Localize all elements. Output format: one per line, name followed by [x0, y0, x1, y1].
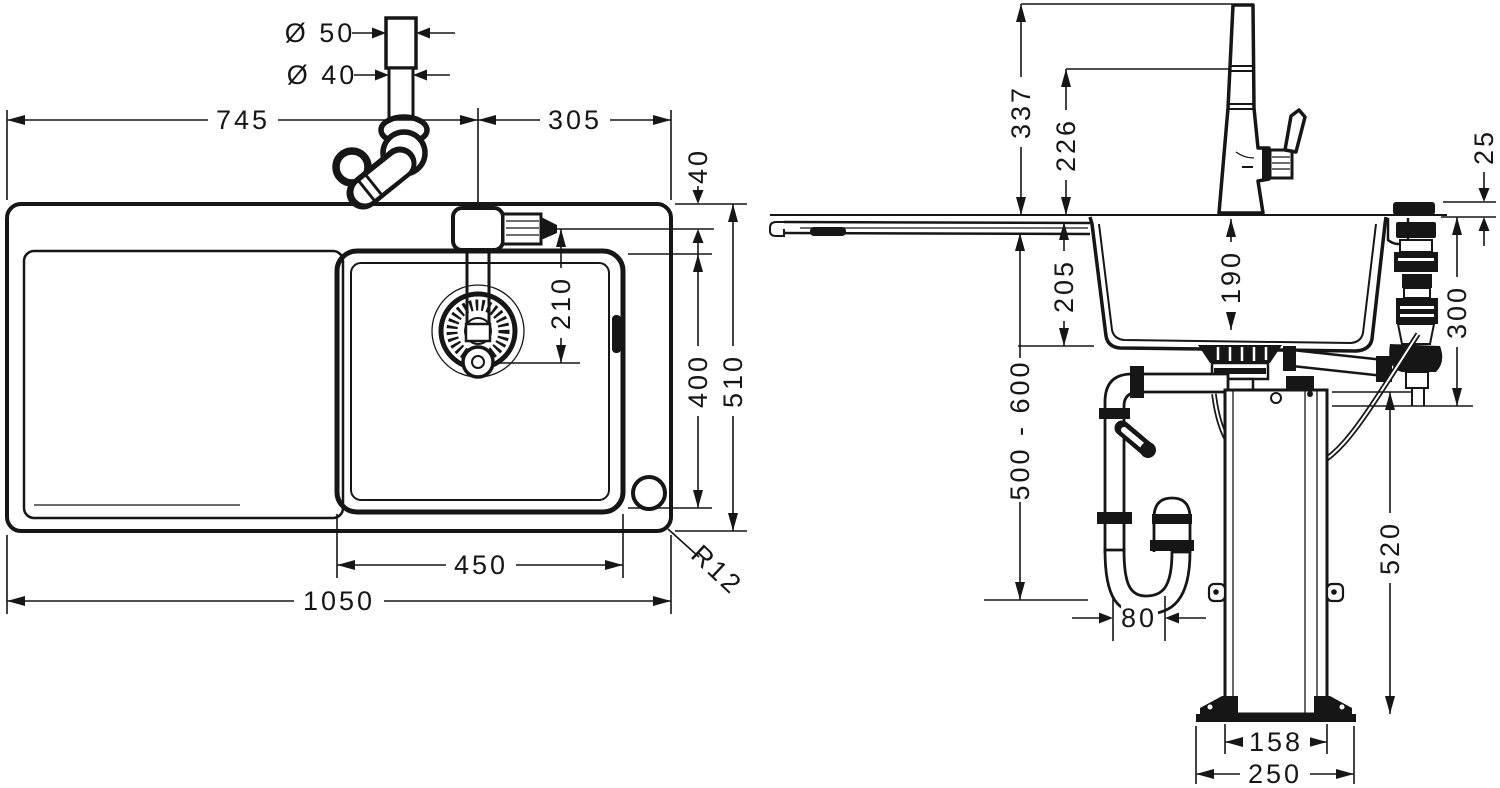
dim-label-d40: Ø 40: [287, 60, 358, 90]
dim-label-1050: 1050: [303, 586, 375, 616]
dim-label-25: 25: [1469, 129, 1499, 165]
drainer-board: [22, 249, 345, 520]
dimension-745: 745: [6, 105, 672, 206]
spout-head: [461, 345, 495, 379]
dim-label-300: 300: [1442, 285, 1472, 339]
dimension-300: 300: [1332, 217, 1473, 407]
dimension-400: 400: [628, 253, 713, 509]
bowl-inner-edge: [350, 262, 610, 501]
dim-label-210: 210: [546, 276, 576, 330]
drainer-board-section: [769, 220, 1091, 237]
dimension-337: 337: [1006, 4, 1036, 215]
trap-riser: [1152, 496, 1192, 552]
dimension-158: 158: [1224, 724, 1328, 757]
strainer-side: [1198, 345, 1282, 395]
dim-label-158: 158: [1249, 727, 1303, 757]
dim-label-500-600: 500 - 600: [1005, 359, 1035, 500]
dimension-205: 205: [1018, 222, 1094, 347]
plan-view: 745 305 Ø 50 Ø 40 40: [5, 16, 749, 616]
dimension-210: 210: [498, 229, 580, 364]
mounting-frame: [1196, 376, 1356, 722]
dim-label-226: 226: [1051, 118, 1081, 172]
dimension-40: 40: [545, 143, 747, 254]
side-view: 337 226 25: [769, 3, 1499, 788]
dimension-250: 250: [1195, 726, 1355, 788]
tap-handle: [501, 212, 543, 246]
sink-outline: [5, 202, 673, 533]
dim-label-190: 190: [1216, 250, 1246, 304]
foot-right: [1314, 696, 1352, 714]
dimension-510: 510: [675, 204, 748, 532]
dimension-520: 520: [1332, 391, 1412, 714]
dimension-450: 450: [336, 514, 624, 580]
drain-control-knob-plan: [631, 475, 667, 511]
dim-label-400: 400: [683, 354, 713, 408]
tap-plan: [451, 206, 557, 379]
tap-base: [451, 206, 505, 252]
overflow-pipe: [1283, 346, 1392, 382]
dimension-drain-40: Ø 40: [287, 60, 450, 90]
dimension-226: 226: [1051, 69, 1081, 215]
dim-label-450: 450: [454, 550, 508, 580]
dimension-drain-50: Ø 50: [285, 18, 455, 48]
dimension-r12: R12: [667, 528, 749, 601]
dimension-1050: 1050: [6, 535, 672, 616]
foot-left: [1200, 696, 1238, 714]
dim-label-d50: Ø 50: [285, 18, 356, 48]
tap-lever: [1283, 108, 1307, 154]
rear-drain-assembly: [1386, 218, 1443, 406]
overflow-slot: [612, 315, 621, 353]
dim-label-r12: R12: [685, 539, 748, 601]
dimension-305: 305: [478, 105, 671, 135]
dim-label-80: 80: [1121, 603, 1157, 633]
dim-label-250: 250: [1248, 759, 1302, 788]
dim-label-40: 40: [683, 148, 713, 184]
dimension-190: 190: [1216, 219, 1246, 330]
tap-side: [1217, 3, 1307, 215]
dim-label-510: 510: [718, 354, 748, 408]
siphon-trap: [1097, 366, 1230, 616]
base-plate: [1196, 714, 1356, 722]
dimension-25: 25: [1441, 129, 1499, 246]
dim-label-337: 337: [1006, 85, 1036, 139]
drain-control-knob-side: [1389, 202, 1439, 216]
dimension-80: 80: [1072, 596, 1206, 641]
dim-label-205: 205: [1049, 259, 1079, 313]
tap-handle-side: [1268, 148, 1294, 180]
dimension-500-600: 500 - 600: [984, 233, 1088, 601]
dim-label-520: 520: [1375, 521, 1405, 575]
dim-label-745: 745: [216, 105, 270, 135]
dim-label-305: 305: [548, 105, 602, 135]
bowl-outline: [334, 248, 626, 515]
